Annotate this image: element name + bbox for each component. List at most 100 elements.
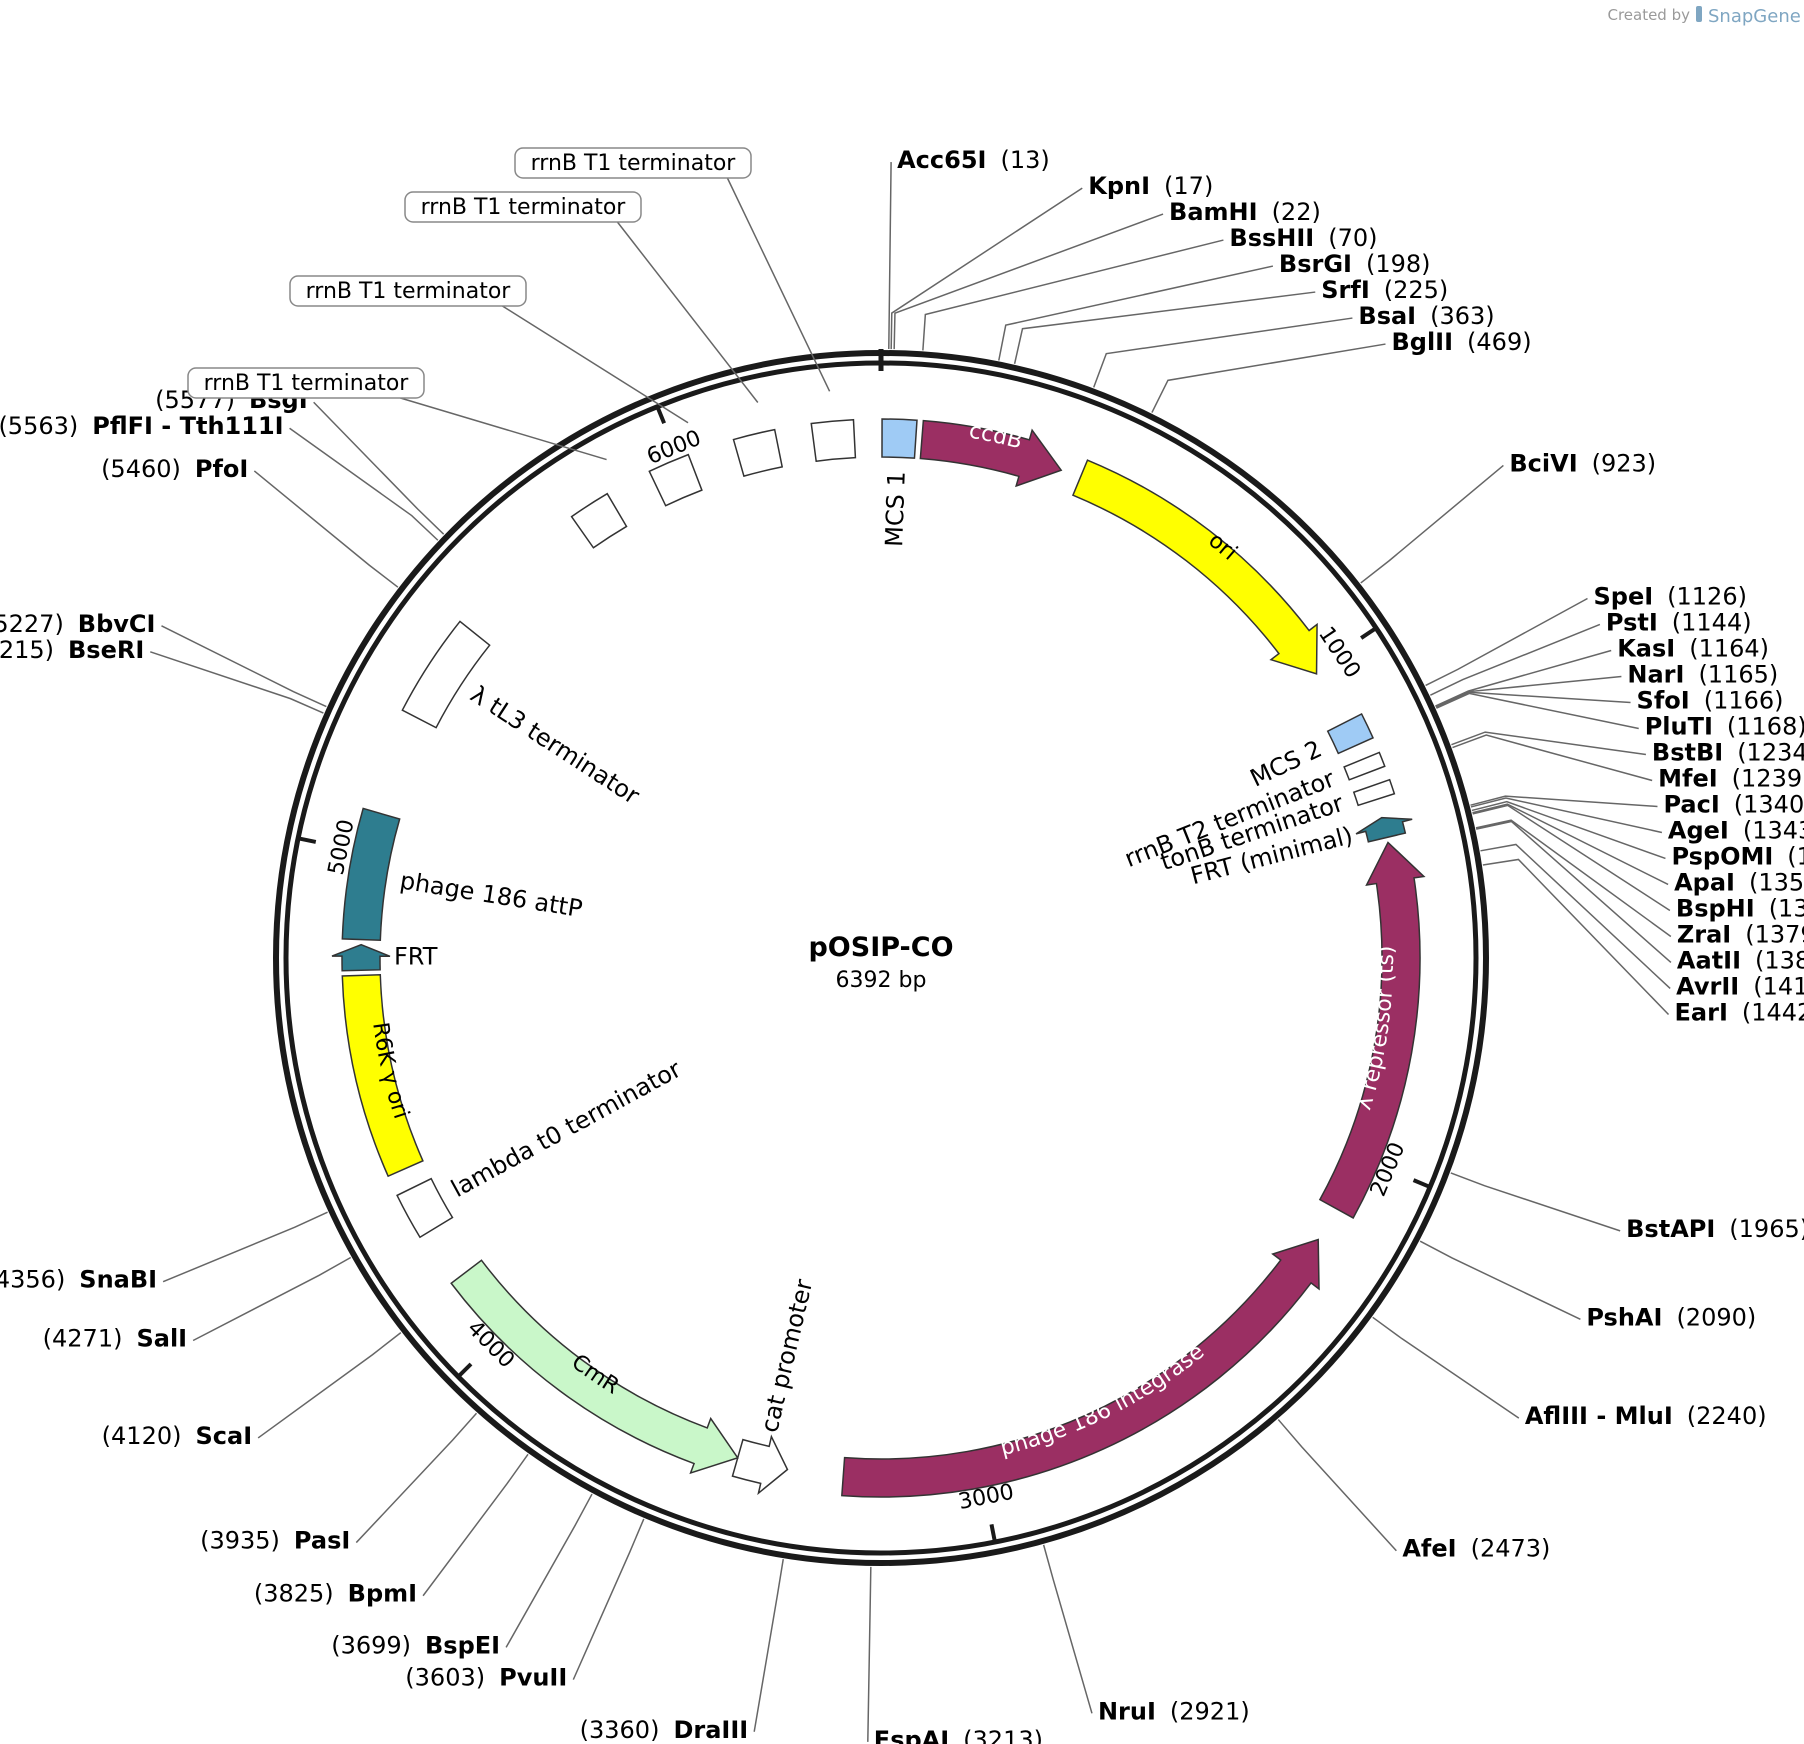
site-position: (4356)	[0, 1266, 65, 1294]
site-leader	[1042, 1544, 1093, 1714]
feature-shape	[1343, 751, 1386, 781]
site-label: (4356)SnaBI	[0, 1266, 157, 1294]
site-position: (3825)	[254, 1580, 334, 1608]
outer-feature-label: rrnB T1 terminator	[421, 195, 627, 220]
site-label: MfeI(1239)	[1658, 764, 1804, 792]
site-position: (1379)	[1745, 920, 1804, 948]
outer-feature-label: rrnB T1 terminator	[306, 279, 512, 304]
site-label: BamHI (22)	[1169, 198, 1321, 226]
site-leader	[1425, 597, 1588, 687]
site-leader	[1480, 843, 1671, 990]
site-enzyme: PasI	[294, 1527, 350, 1555]
credit-prefix: Created by	[1607, 6, 1690, 24]
site-position: (17)	[1164, 172, 1213, 200]
feature-shape	[331, 943, 391, 972]
feature-shape	[450, 1259, 739, 1475]
site-position: (3935)	[200, 1527, 280, 1555]
site-leader	[161, 625, 327, 708]
site-leader	[922, 239, 1224, 351]
site-enzyme: PvuII	[499, 1664, 567, 1692]
site-label: (5460)PfoI	[101, 455, 248, 483]
site-enzyme: SrfI	[1321, 276, 1370, 304]
site-leader	[1472, 804, 1671, 912]
feature-shape	[731, 1434, 789, 1496]
site-enzyme: BstAPI	[1626, 1215, 1715, 1243]
feature-shape	[1355, 816, 1413, 843]
site-leader	[355, 1412, 478, 1544]
site-label: KpnI (17)	[1088, 172, 1213, 200]
site-enzyme: NruI	[1098, 1697, 1156, 1725]
site-enzyme: BssHII	[1229, 224, 1314, 252]
site-position: (22)	[1272, 198, 1321, 226]
site-position: (13)	[1000, 146, 1049, 174]
site-label: KasI(1164)	[1617, 634, 1769, 662]
site-leader	[1451, 731, 1647, 756]
site-enzyme: BamHI	[1169, 198, 1258, 226]
feature-shape	[401, 620, 491, 729]
site-label: BspHI(1355)	[1676, 894, 1804, 922]
site-position: (5563)	[0, 412, 78, 440]
site-label: BsaI(363)	[1358, 302, 1494, 330]
site-label: Acc65I(13)	[897, 146, 1050, 174]
backbone	[273, 349, 1489, 1566]
site-position: (1442)	[1742, 998, 1804, 1026]
site-enzyme: KpnI	[1088, 172, 1150, 200]
site-enzyme: PshAI	[1586, 1303, 1662, 1331]
site-position: (1164)	[1689, 634, 1769, 662]
site-enzyme: BsrGI	[1279, 250, 1352, 278]
site-enzyme: PacI	[1663, 790, 1719, 818]
site-leader	[1151, 343, 1386, 413]
site-label: (5227)BbvCI	[0, 610, 155, 638]
site-enzyme: PflFI - Tth111I	[92, 412, 283, 440]
feature-shape	[732, 428, 784, 478]
site-position: (1168)	[1727, 712, 1804, 740]
outer-feature-box	[404, 191, 642, 223]
site-label: NruI (2921)	[1098, 1697, 1250, 1725]
site-position: (2090)	[1676, 1303, 1756, 1331]
site-label: FspAI(3213)	[874, 1726, 1043, 1744]
site-position: (198)	[1366, 250, 1431, 278]
feature-shape	[841, 1238, 1320, 1498]
tick-1000	[1360, 626, 1378, 640]
site-enzyme: PstI	[1606, 608, 1658, 636]
feature-shape	[1318, 841, 1426, 1219]
site-leader	[192, 1256, 352, 1342]
feature-shape	[341, 807, 401, 942]
site-enzyme: MfeI	[1658, 764, 1718, 792]
plasmid-name: pOSIP-CO	[808, 932, 953, 963]
site-enzyme: BstBI	[1652, 738, 1723, 766]
site-label: AfeI(2473)	[1402, 1535, 1550, 1563]
site-leader	[1093, 317, 1353, 388]
site-label: (3935) PasI	[200, 1527, 350, 1555]
site-leader	[888, 162, 892, 350]
site-enzyme: DraIII	[673, 1716, 748, 1744]
site-label: SfoI(1166)	[1637, 686, 1784, 714]
site-position: (2921)	[1170, 1697, 1250, 1725]
feature-shape	[1071, 459, 1318, 675]
site-label: PshAI (2090)	[1586, 1303, 1756, 1331]
site-position: (1381)	[1755, 946, 1804, 974]
site-label: BsrGI (198)	[1279, 250, 1431, 278]
site-label: (5563) PflFI - Tth111I	[0, 412, 284, 440]
site-label: (3699)BspEI	[331, 1631, 500, 1659]
feature-shape	[810, 418, 857, 463]
site-label: SrfI(225)	[1321, 276, 1448, 304]
site-leader	[893, 213, 1164, 350]
site-position: (5215)	[0, 636, 54, 664]
site-leader	[1452, 734, 1653, 782]
site-position: (2473)	[1471, 1535, 1551, 1563]
site-leader	[257, 1332, 402, 1439]
site-label: BssHII(70)	[1229, 224, 1377, 252]
site-leader	[998, 265, 1274, 361]
tick-2000	[1412, 1178, 1431, 1189]
outer-feature-leader	[400, 397, 607, 461]
site-leader	[1436, 692, 1639, 730]
site-position: (3213)	[963, 1726, 1043, 1744]
site-enzyme: BbvCI	[78, 610, 156, 638]
site-label: AvrII(1418)	[1676, 972, 1804, 1000]
site-label: (4120)ScaI	[102, 1422, 252, 1450]
site-leader	[1360, 464, 1504, 584]
site-leader	[289, 427, 439, 541]
